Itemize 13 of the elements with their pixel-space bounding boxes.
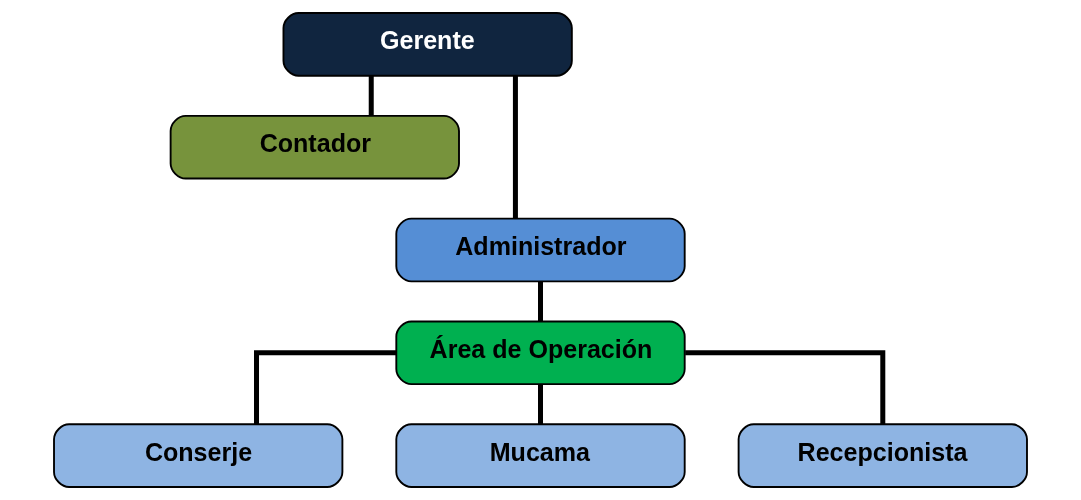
connector xyxy=(512,76,518,219)
connector xyxy=(368,75,374,116)
node-box: Administrador xyxy=(395,217,686,283)
node-box: Conserje xyxy=(53,423,344,488)
connector xyxy=(538,281,543,322)
connector xyxy=(685,350,886,425)
connector xyxy=(254,350,396,425)
node-box: Gerente xyxy=(282,12,573,77)
node-box: Recepcionista xyxy=(737,423,1028,488)
node-box: Mucama xyxy=(395,423,686,488)
connector xyxy=(538,384,543,425)
node-box: Área de Operación xyxy=(395,320,686,386)
node-box: Contador xyxy=(169,114,460,180)
